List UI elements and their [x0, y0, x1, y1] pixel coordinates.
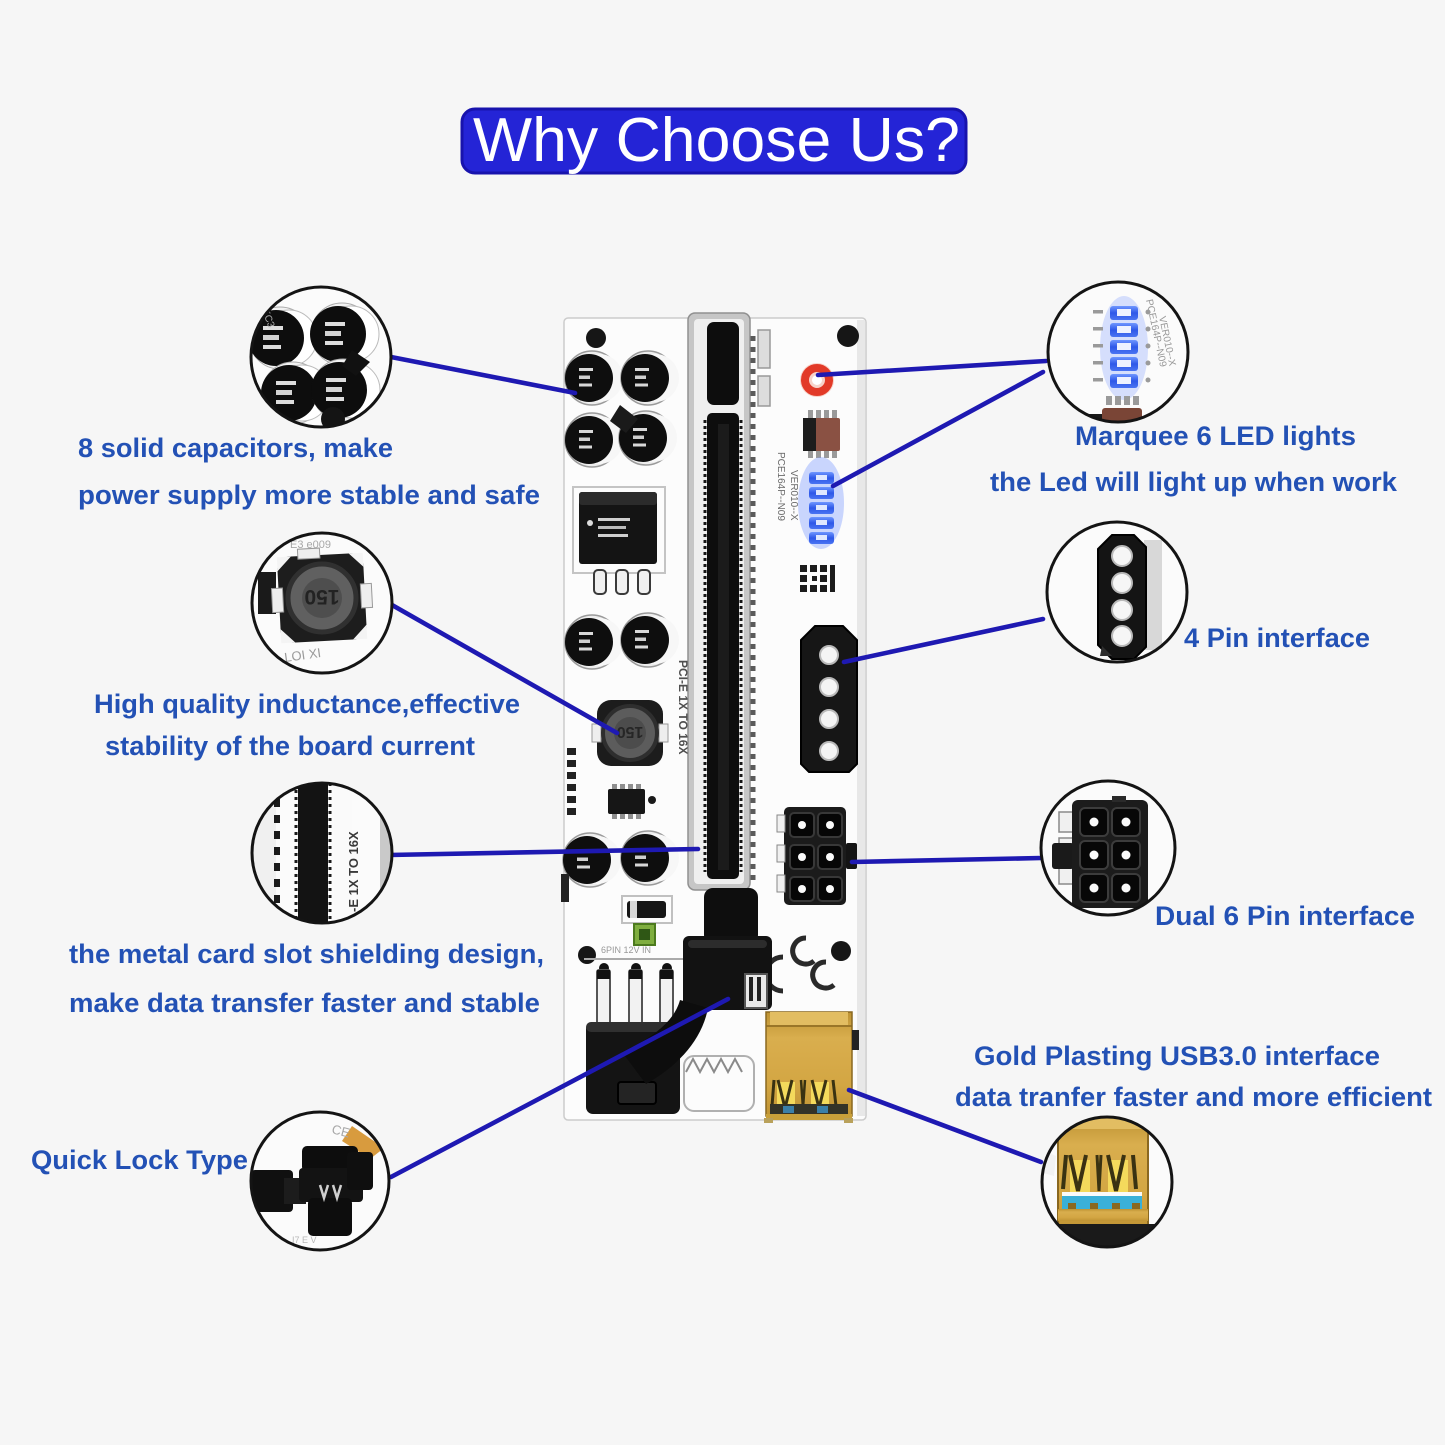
- svg-text:E3 e009: E3 e009: [290, 539, 331, 551]
- svg-text:data tranfer faster and more e: data tranfer faster and more efficient: [955, 1082, 1432, 1112]
- svg-text:-E 1X TO 16X: -E 1X TO 16X: [346, 831, 361, 912]
- svg-text:I7 E V: I7 E V: [292, 1235, 317, 1245]
- svg-text:LOI XI: LOI XI: [283, 645, 322, 665]
- svg-text:power supply more stable and: power supply more stable and safe: [78, 480, 540, 510]
- svg-text:Why Choose Us?: Why Choose Us?: [473, 106, 960, 175]
- svg-text:8 solid capacitors, make: 8 solid capacitors, make: [78, 433, 393, 463]
- svg-text:150: 150: [617, 723, 644, 740]
- svg-text:the Led will light up when wor: the Led will light up when work: [990, 467, 1398, 497]
- svg-text:Marquee 6 LED lights: Marquee 6 LED lights: [1075, 421, 1356, 451]
- svg-text:VER010--X: VER010--X: [788, 470, 799, 521]
- svg-text:stability of the board current: stability of the board current: [105, 731, 475, 761]
- svg-text:make data transfer faster and: make data transfer faster and stable: [69, 988, 540, 1018]
- svg-text:Gold Plasting USB3.0 interface: Gold Plasting USB3.0 interface: [974, 1041, 1380, 1071]
- svg-text:Quick Lock Type: Quick Lock Type: [31, 1145, 248, 1175]
- svg-text:Dual 6 Pin interface: Dual 6 Pin interface: [1155, 901, 1415, 931]
- svg-text:4 Pin interface: 4 Pin interface: [1184, 623, 1370, 653]
- svg-text:CE: CE: [330, 1121, 352, 1140]
- svg-text:the metal card slot shielding: the metal card slot shielding design,: [69, 939, 544, 969]
- svg-text:High quality inductance,effect: High quality inductance,effective: [94, 689, 520, 719]
- svg-text:PCI-E 1X TO 16X: PCI-E 1X TO 16X: [676, 660, 690, 754]
- svg-text:6PIN 12V IN: 6PIN 12V IN: [601, 945, 651, 955]
- svg-text:PCE164P--N09: PCE164P--N09: [775, 452, 786, 521]
- svg-text:150: 150: [304, 585, 339, 608]
